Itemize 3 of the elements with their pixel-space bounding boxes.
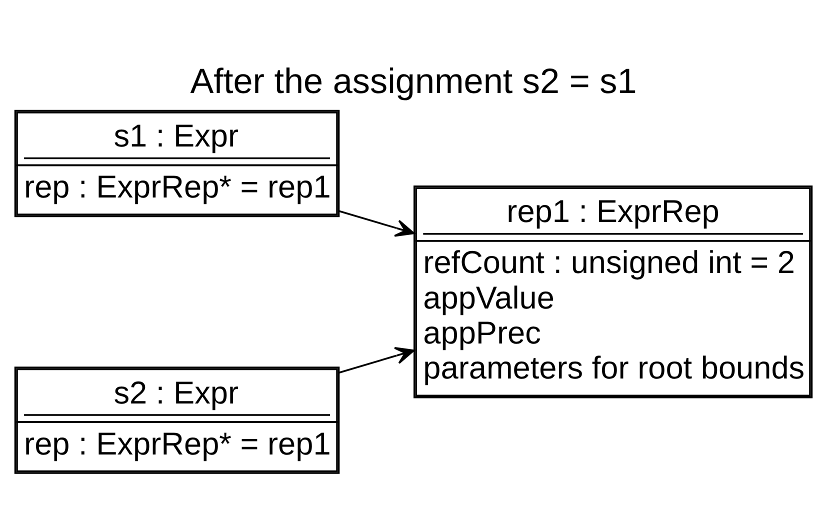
diagram-title: After the assignment s2 = s1: [190, 62, 637, 102]
arrow: [338, 347, 415, 374]
arrow: [338, 210, 415, 237]
